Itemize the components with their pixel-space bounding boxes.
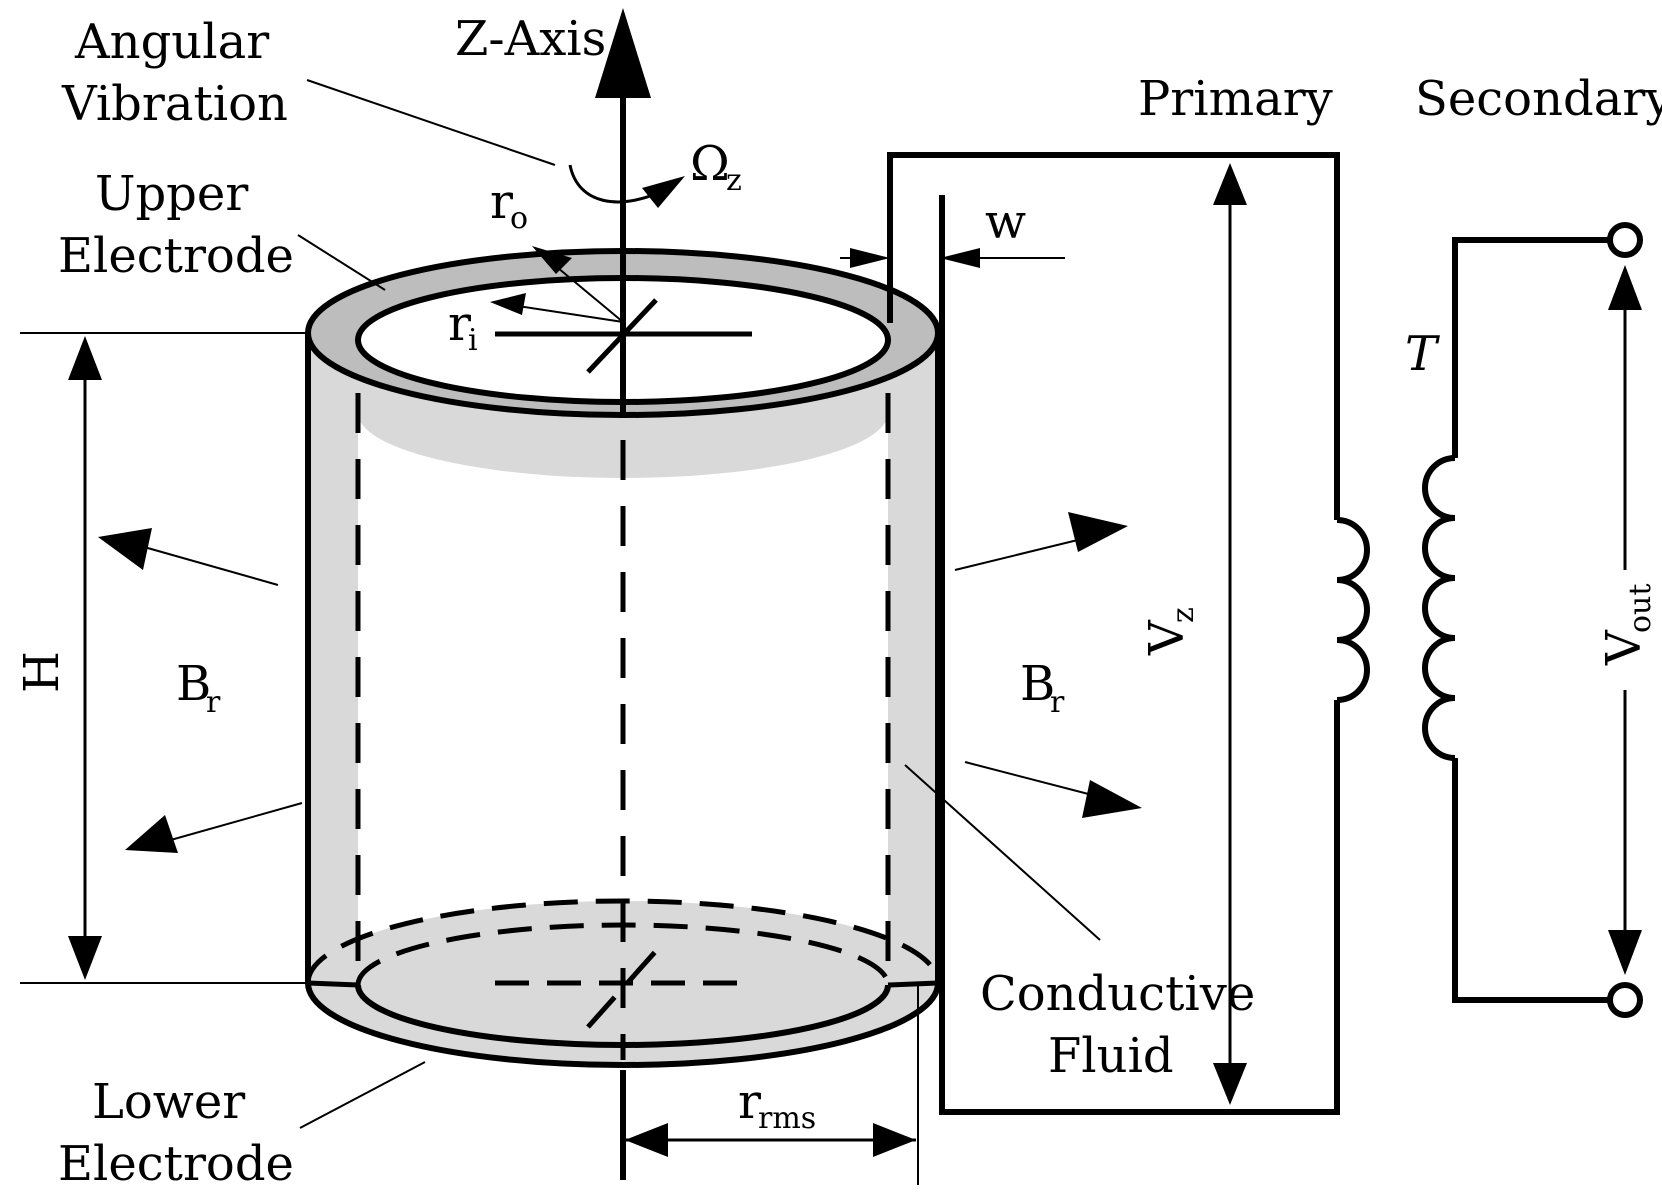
upper-electrode-label-1: Upper	[95, 166, 248, 222]
conductive-fluid-leader	[904, 764, 1101, 941]
vout-label: V	[1596, 629, 1652, 666]
ri-arrowhead	[490, 293, 526, 315]
ri-label: r	[448, 296, 471, 352]
vout-subscript: out	[1623, 584, 1658, 633]
upper-electrode-label-2: Electrode	[58, 228, 294, 284]
br-left-lower-line	[159, 802, 303, 844]
omega-curve	[568, 164, 661, 204]
h-arrow-bottom	[68, 936, 102, 980]
terminal-bottom	[1607, 982, 1643, 1018]
br-left-lower-arrowhead	[125, 815, 178, 853]
vz-arrow-bottom	[1213, 1063, 1247, 1105]
z-axis-label: Z-Axis	[455, 11, 606, 67]
angular-vibration-label-2: Vibration	[61, 76, 288, 132]
lower-electrode-leader	[299, 1061, 426, 1129]
vz-arrow-top	[1213, 163, 1247, 205]
primary-coil	[1336, 517, 1370, 703]
br-left-upper-line	[129, 542, 279, 586]
secondary-circuit	[1422, 222, 1643, 1018]
upper-cross-diagonal	[586, 298, 658, 374]
terminal-top	[1607, 222, 1643, 258]
ro-subscript: o	[510, 201, 528, 236]
primary-label: Primary	[1138, 71, 1333, 127]
br-left-subscript: r	[206, 685, 221, 720]
z-axis-arrowhead	[595, 8, 651, 98]
rrms-subscript: rms	[758, 1101, 816, 1136]
br-left-label: B	[176, 656, 211, 712]
w-arrow-left	[850, 248, 890, 268]
br-right-upper-arrowhead	[1068, 512, 1128, 552]
w-label: w	[985, 194, 1026, 250]
vz-label: V	[1139, 619, 1195, 656]
vz-subscript: z	[1166, 607, 1201, 623]
br-right-label: B	[1020, 656, 1055, 712]
vout-label-group: V out	[1596, 584, 1658, 666]
primary-circuit	[887, 152, 1370, 1115]
angular-vibration-leader	[306, 79, 556, 166]
vz-label-group: V z	[1139, 607, 1201, 656]
vout-arrow-top	[1608, 265, 1642, 310]
rrms-arrow-left	[625, 1123, 668, 1157]
secondary-coil	[1422, 455, 1456, 761]
br-right-upper-line	[954, 536, 1091, 571]
conductive-fluid-label-1: Conductive	[980, 966, 1255, 1022]
omega-label: Ω	[690, 136, 730, 192]
ro-arrowhead	[532, 246, 572, 274]
angular-vibration-label-1: Angular	[74, 14, 269, 70]
omega-arrowhead	[642, 176, 685, 208]
lower-electrode-label-1: Lower	[92, 1074, 245, 1130]
br-right-lower-arrowhead	[1082, 780, 1142, 818]
br-right-lower-line	[964, 761, 1101, 798]
h-label: H	[14, 651, 70, 693]
secondary-label: Secondary	[1415, 71, 1662, 127]
omega-subscript: z	[726, 163, 742, 198]
upper-electrode-leader	[297, 234, 386, 291]
rrms-arrow-right	[873, 1123, 916, 1157]
transformer-label: T	[1405, 326, 1440, 382]
lower-cross-diagonal	[586, 940, 666, 1029]
lower-electrode-label-2: Electrode	[58, 1136, 294, 1192]
h-arrow-top	[68, 336, 102, 380]
conductive-fluid-label-2: Fluid	[1048, 1028, 1174, 1084]
ro-label: r	[490, 174, 513, 230]
ri-subscript: i	[468, 323, 478, 358]
w-arrow-right	[940, 248, 980, 268]
br-right-subscript: r	[1050, 685, 1065, 720]
br-left-upper-arrowhead	[98, 528, 152, 570]
vout-arrow-bottom	[1608, 930, 1642, 975]
rrms-label: r	[738, 1074, 761, 1130]
